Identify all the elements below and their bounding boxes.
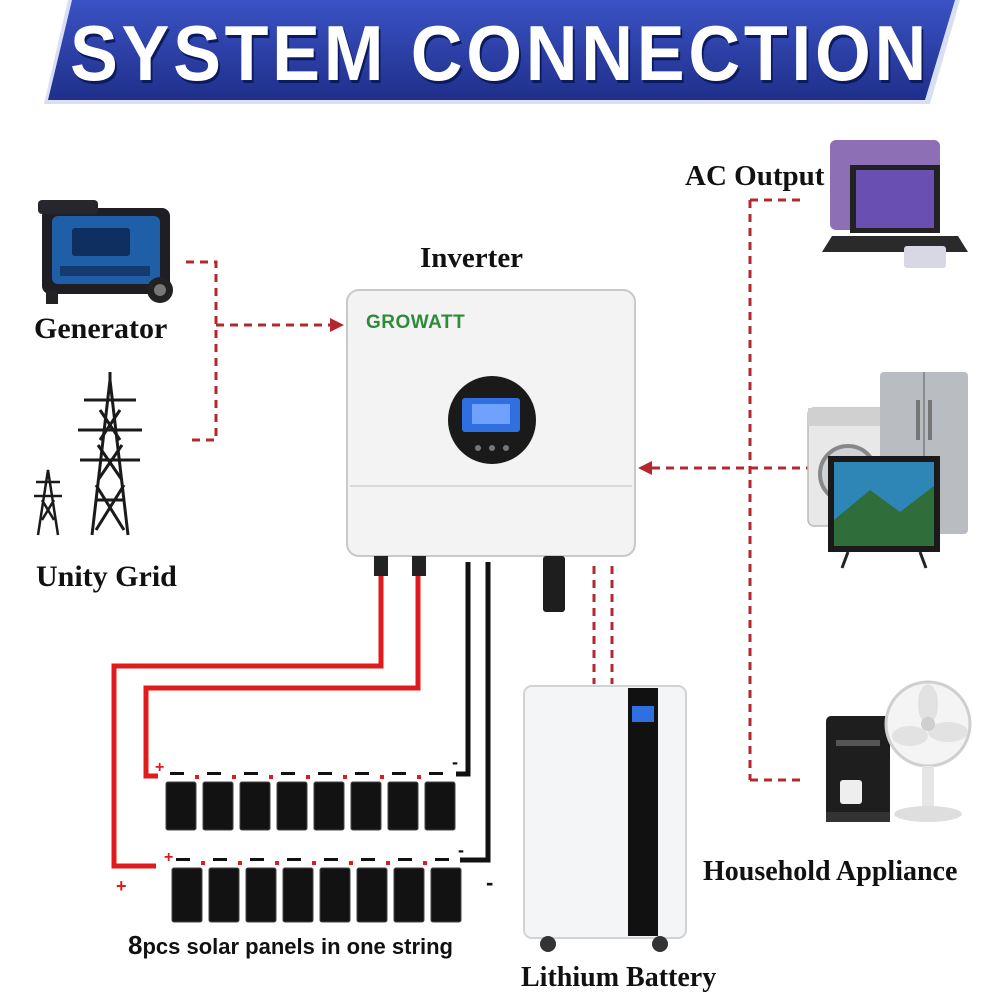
polarity-plus-left: + — [116, 876, 127, 896]
panel-positive-terminal — [195, 775, 199, 779]
tv-icon — [828, 456, 940, 569]
polarity-plus-bottom: + — [164, 849, 173, 866]
solar-panel-icon — [276, 781, 308, 831]
laptop-icon — [822, 140, 968, 268]
page-title: SYSTEM CONNECTION — [70, 9, 930, 97]
solar-caption-text: pcs solar panels in one string — [142, 934, 453, 959]
grid-label: Unity Grid — [36, 560, 177, 593]
panel-positive-terminal — [275, 861, 279, 865]
panel-negative-terminal — [429, 772, 443, 775]
transmission-tower-icon — [78, 372, 142, 536]
solar-panel-icon — [424, 781, 456, 831]
solar-panel-icon — [245, 867, 277, 923]
solar-panel-icon — [319, 867, 351, 923]
panel-positive-terminal — [423, 861, 427, 865]
panel-positive-terminal — [269, 775, 273, 779]
fan-icon — [884, 680, 972, 822]
polarity-minus-top: - — [452, 752, 458, 772]
solar-panel-icon — [171, 867, 203, 923]
polarity-plus-top: + — [155, 759, 164, 776]
solar-array — [165, 772, 462, 923]
banner-shape — [44, 0, 960, 104]
solar-caption: 8pcs solar panels in one string — [128, 930, 453, 961]
panel-negative-terminal — [361, 858, 375, 861]
dc-positive-wires — [111, 576, 421, 869]
solar-panel-icon — [387, 781, 419, 831]
panel-negative-terminal — [324, 858, 338, 861]
panel-negative-terminal — [355, 772, 369, 775]
battery-link — [592, 566, 614, 684]
solar-panel-icon — [430, 867, 462, 923]
solar-caption-count: 8 — [128, 930, 143, 960]
panel-negative-terminal — [318, 772, 332, 775]
panel-negative-terminal — [244, 772, 258, 775]
panel-negative-terminal — [213, 858, 227, 861]
solar-panel-icon — [208, 867, 240, 923]
ac-input-link — [186, 260, 330, 442]
inverter-brand-logo: GROWATT — [366, 312, 466, 333]
polarity-minus-bottom: - — [458, 840, 464, 860]
panel-negative-terminal — [435, 858, 449, 861]
panel-negative-terminal — [170, 772, 184, 775]
panel-negative-terminal — [398, 858, 412, 861]
panel-positive-terminal — [312, 861, 316, 865]
battery-label: Lithium Battery — [521, 962, 717, 993]
panel-positive-terminal — [232, 775, 236, 779]
ac-output-label: AC Output — [685, 160, 825, 192]
panel-negative-terminal — [392, 772, 406, 775]
polarity-minus-right: - — [486, 870, 493, 895]
panel-negative-terminal — [281, 772, 295, 775]
solar-panel-icon — [202, 781, 234, 831]
panel-positive-terminal — [201, 861, 205, 865]
panel-negative-terminal — [287, 858, 301, 861]
coffee-machine-icon — [826, 716, 890, 822]
battery-unit — [523, 685, 687, 952]
panel-negative-terminal — [207, 772, 221, 775]
transmission-tower-small-icon — [34, 469, 62, 536]
panel-negative-terminal — [250, 858, 264, 861]
panel-positive-terminal — [238, 861, 242, 865]
ac-output-link — [652, 198, 808, 782]
panel-negative-terminal — [176, 858, 190, 861]
panel-positive-terminal — [343, 775, 347, 779]
solar-panel-icon — [356, 867, 388, 923]
solar-panel-icon — [165, 781, 197, 831]
solar-panel-icon — [350, 781, 382, 831]
panel-positive-terminal — [417, 775, 421, 779]
panel-positive-terminal — [386, 861, 390, 865]
ac-input-arrow — [330, 318, 344, 332]
generator-icon — [38, 200, 173, 304]
solar-panel-icon — [393, 867, 425, 923]
panel-positive-terminal — [349, 861, 353, 865]
inverter-label: Inverter — [420, 242, 524, 274]
solar-panel-icon — [313, 781, 345, 831]
solar-panel-icon — [239, 781, 271, 831]
dc-negative-wires — [456, 562, 491, 863]
solar-panel-icon — [282, 867, 314, 923]
title-banner: SYSTEM CONNECTION — [0, 0, 1000, 112]
ac-output-arrow — [638, 461, 652, 475]
household-label: Household Appliance — [703, 856, 958, 887]
panel-positive-terminal — [380, 775, 384, 779]
inverter-unit — [346, 289, 636, 612]
panel-positive-terminal — [306, 775, 310, 779]
generator-label: Generator — [34, 312, 168, 345]
